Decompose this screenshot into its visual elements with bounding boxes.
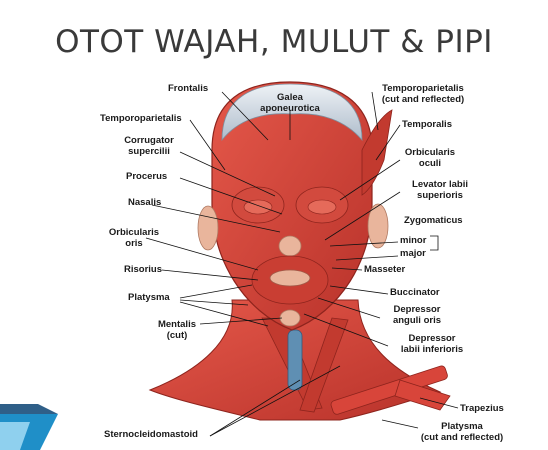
- label-platysma-cut-line1: Platysma: [441, 421, 483, 432]
- label-corrugator-supercilii: Corrugator supercilii: [118, 135, 180, 157]
- label-corrugator-line2: supercilii: [128, 145, 170, 157]
- label-nasalis: Nasalis: [128, 197, 162, 208]
- label-temporalis: Temporalis: [402, 119, 452, 130]
- label-orbicularis-oculi: Orbicularis oculi: [400, 147, 460, 169]
- label-orbicularis-oris: Orbicularis oris: [104, 227, 164, 249]
- slide-corner-decoration: [0, 404, 58, 450]
- left-ear: [197, 205, 219, 251]
- label-orbicularis-oris-line2: oris: [125, 237, 143, 249]
- label-galea-line1: Galea: [277, 92, 303, 103]
- galea-aponeurotica: [221, 83, 363, 142]
- label-levator-line1: Levator labii: [412, 179, 468, 190]
- label-zygomaticus: Zygomaticus: [404, 215, 463, 226]
- leader-lines: [145, 91, 459, 437]
- temporalis-flap: [361, 109, 393, 196]
- label-orbicularis-oris-line1: Orbicularis: [108, 227, 160, 238]
- sternocleidomastoid-muscle-right: [299, 317, 349, 413]
- label-zygomaticus-minor: minor: [400, 235, 427, 246]
- label-depressor-labii-inferioris: Depressor labii inferioris: [386, 333, 478, 355]
- label-mentalis: Mentalis (cut): [150, 319, 204, 341]
- mentalis-muscle: [279, 309, 301, 327]
- left-eyelid: [243, 199, 273, 215]
- label-mentalis-line2: (cut): [166, 329, 188, 341]
- platysma-flap: [330, 365, 448, 415]
- label-depressor-anguli-oris: Depressor anguli oris: [382, 304, 452, 326]
- label-mentalis-line1: Mentalis: [157, 319, 196, 330]
- label-trapezius: Trapezius: [460, 403, 504, 414]
- label-temporoparietalis-cut-line1: Temporoparietalis: [382, 83, 464, 94]
- label-orbicularis-oculi-line1: Orbicularis: [404, 147, 456, 158]
- label-depressor-labii-line2: labii inferioris: [400, 343, 464, 355]
- label-buccinator: Buccinator: [390, 287, 440, 298]
- label-depressor-labii-line1: Depressor: [408, 333, 456, 344]
- label-procerus: Procerus: [126, 171, 168, 182]
- nose-tip: [278, 235, 302, 257]
- label-levator-line2: superioris: [417, 189, 463, 201]
- label-corrugator-line1: Corrugator: [124, 135, 174, 146]
- label-temporoparietalis: Temporoparietalis: [100, 113, 182, 124]
- label-depressor-anguli-line2: anguli oris: [392, 314, 442, 326]
- label-sternocleidomastoid: Sternocleidomastoid: [104, 429, 198, 440]
- right-ear: [367, 203, 389, 249]
- label-depressor-anguli-line1: Depressor: [393, 304, 441, 315]
- lips: [269, 269, 311, 287]
- label-orbicularis-oculi-line2: oculi: [418, 157, 442, 169]
- label-levator-labii-superioris: Levator labii superioris: [400, 179, 480, 201]
- label-platysma: Platysma: [128, 292, 170, 303]
- slide-title: OTOT WAJAH, MULUT & PIPI: [55, 24, 493, 60]
- label-temporoparietalis-cut: Temporoparietalis (cut and reflected): [368, 83, 478, 105]
- label-zygomaticus-major: major: [400, 248, 426, 259]
- right-eyelid: [307, 199, 337, 215]
- label-platysma-cut-line2: (cut and reflected): [420, 431, 504, 443]
- label-platysma-cut-reflected: Platysma (cut and reflected): [412, 421, 512, 443]
- trachea: [287, 329, 303, 391]
- label-temporoparietalis-cut-line2: (cut and reflected): [381, 93, 465, 105]
- label-galea-line2: aponeurotica: [260, 102, 320, 114]
- label-masseter: Masseter: [364, 264, 406, 275]
- label-frontalis: Frontalis: [168, 83, 209, 94]
- label-risorius: Risorius: [124, 264, 163, 275]
- label-galea-aponeurotica: Galea aponeurotica: [255, 92, 325, 114]
